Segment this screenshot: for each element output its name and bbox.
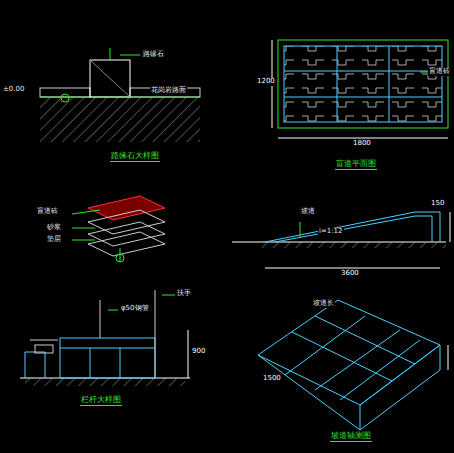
leader-label: 坡道	[300, 208, 316, 216]
leader-label: 盲道砖	[36, 208, 59, 216]
leader-label: 扶手	[176, 290, 192, 298]
detail-title: 路缘石大样图	[110, 152, 160, 162]
dimension: 3600	[340, 270, 360, 278]
elevation-mark: ±0.00	[2, 86, 25, 94]
slope-mark: i=1:12	[318, 228, 344, 236]
leader-label: φ50钢管	[120, 305, 150, 313]
dimension: 1500	[262, 375, 282, 383]
dimension: 1200	[256, 78, 276, 86]
leader-label: 路缘石	[142, 51, 165, 59]
detail-title: 坡道轴测图	[330, 432, 372, 442]
leader-label: 砂浆	[46, 224, 62, 232]
leader-label: 坡道长	[312, 300, 335, 308]
dimension: 1800	[352, 140, 372, 148]
dimension: 150	[430, 200, 445, 208]
leader-label: 花岗岩路面	[150, 87, 187, 95]
detail-title: 栏杆大样图	[80, 396, 122, 406]
detail-title: 盲道平面图	[335, 160, 377, 170]
dimension: 900	[191, 348, 206, 356]
leader-label: 垫层	[46, 236, 62, 244]
leader-label: 盲道砖	[428, 68, 451, 76]
